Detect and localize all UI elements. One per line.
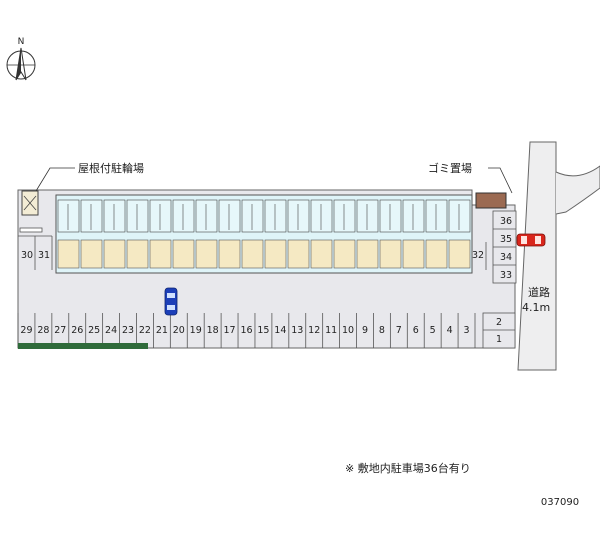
garbage-leader: [488, 167, 513, 194]
hedge: [18, 343, 148, 349]
space-31: 31: [38, 250, 50, 261]
road-width-label: 4.1m: [522, 301, 550, 314]
apartment-unit: [402, 199, 425, 269]
map-code: 037090: [541, 497, 579, 508]
blue-car-icon: [164, 287, 178, 316]
apartment-unit: [448, 199, 471, 269]
parking-space-label: 14: [274, 325, 286, 336]
apartment-unit: [126, 199, 149, 269]
bicycle-parking-leader: [35, 167, 75, 192]
space-35: 35: [500, 234, 512, 245]
bottom-parking-row: 29 28 27 26 25 24 23 22 21 20 19 18 17 16 15 14 13 12 11 10…: [17, 313, 476, 348]
parking-space-label: 27: [54, 325, 66, 336]
parking-space-label: 16: [240, 325, 252, 336]
parking-space-label: 4: [447, 325, 453, 336]
apartment-unit: [287, 199, 310, 269]
garbage-label: ゴミ置場: [428, 161, 472, 175]
parking-space-label: 24: [105, 325, 117, 336]
parking-space-label: 28: [37, 325, 49, 336]
parking-space-label: 5: [430, 325, 436, 336]
parking-space-label: 10: [342, 325, 354, 336]
apartment-unit: [80, 199, 103, 269]
space-33: 33: [500, 270, 512, 281]
apartment-unit: [57, 199, 80, 269]
space-2: 2: [496, 317, 502, 328]
north-label: N: [18, 37, 25, 47]
parking-space-label: 23: [122, 325, 134, 336]
space-36: 36: [500, 216, 512, 227]
apartment-unit: [172, 199, 195, 269]
apartment-unit: [379, 199, 402, 269]
space-30: 30: [21, 250, 33, 261]
apartment-unit: [425, 199, 448, 269]
apartment-unit: [264, 199, 287, 269]
parking-space-label: 15: [257, 325, 269, 336]
parking-space-label: 8: [379, 325, 385, 336]
left-parking-pair: 30 31: [18, 235, 53, 270]
space-1: 1: [496, 334, 502, 345]
apartment-unit: [103, 199, 126, 269]
apartment-unit: [195, 199, 218, 269]
parking-space-label: 26: [71, 325, 83, 336]
apartment-unit: [241, 199, 264, 269]
parking-space-label: 7: [396, 325, 402, 336]
apartment-unit: [333, 199, 356, 269]
apartment-unit: [356, 199, 379, 269]
parking-space-label: 18: [207, 325, 219, 336]
parking-space-label: 21: [156, 325, 168, 336]
apartment-unit: [149, 199, 172, 269]
red-car-icon: [516, 233, 546, 247]
right-parking-column: 36 35 34 33: [492, 210, 517, 284]
space-34: 34: [500, 252, 512, 263]
garbage-station: [475, 192, 507, 209]
road-label: 道路: [528, 285, 550, 299]
north-arrow-icon: N: [6, 37, 36, 81]
parking-space-label: 19: [190, 325, 202, 336]
road: [517, 141, 557, 371]
parking-note: ※ 敷地内駐車場36台有り: [345, 461, 471, 475]
road-curve: [555, 165, 600, 215]
parking-space-label: 17: [224, 325, 236, 336]
parking-space-label: 25: [88, 325, 100, 336]
parking-space-label: 6: [413, 325, 419, 336]
parking-space-label: 13: [291, 325, 303, 336]
parking-space-label: 9: [362, 325, 368, 336]
parking-space-label: 20: [173, 325, 185, 336]
parking-space-label: 29: [20, 325, 32, 336]
parking-space-label: 22: [139, 325, 151, 336]
apartment-unit: [310, 199, 333, 269]
parking-space-label: 12: [308, 325, 320, 336]
space-32: 32: [472, 250, 484, 261]
apartment-unit: [218, 199, 241, 269]
apartment-building: [55, 194, 473, 274]
bicycle-parking-label: 屋根付駐輪場: [78, 161, 144, 175]
small-parking-spaces: 2 1: [482, 312, 516, 349]
parking-space-label: 3: [464, 325, 470, 336]
parking-space-label: 11: [325, 325, 337, 336]
